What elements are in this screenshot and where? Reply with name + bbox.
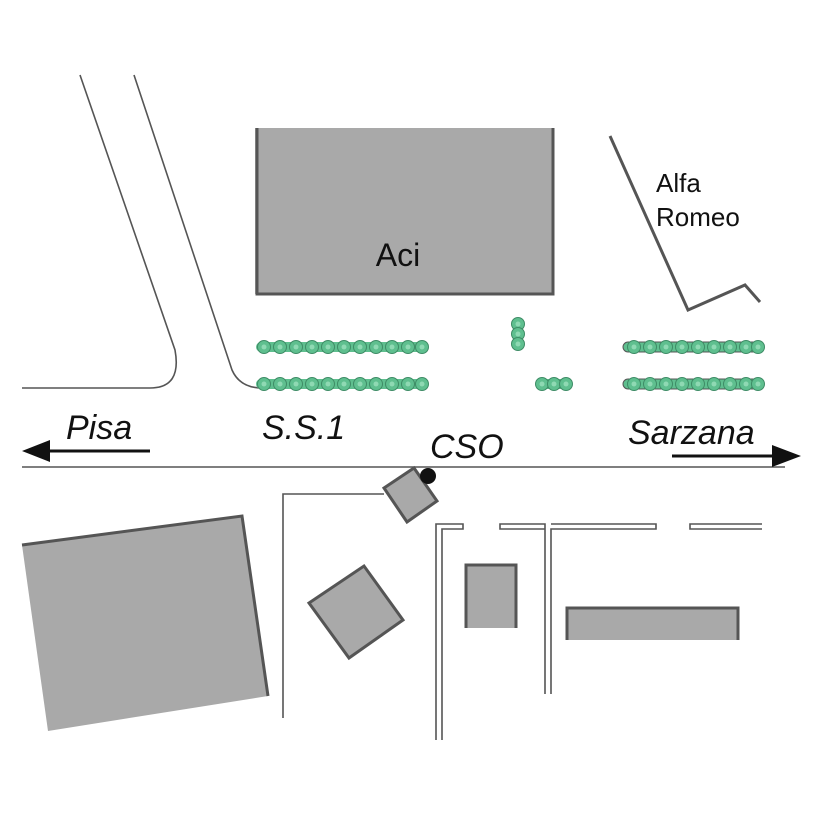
cso-marker bbox=[420, 468, 436, 484]
hedge-cluster-center bbox=[511, 317, 525, 351]
arrow-to-sarzana bbox=[672, 445, 801, 467]
building-small-vertical bbox=[464, 563, 518, 628]
alfa-romeo-label-line2: Romeo bbox=[656, 202, 740, 232]
hedge-short-center bbox=[535, 377, 573, 391]
side-road-northwest bbox=[22, 74, 263, 389]
cso-station bbox=[381, 465, 440, 525]
hedge-row-left-upper bbox=[256, 340, 429, 354]
hedge-row-right-upper bbox=[622, 340, 765, 354]
hedge-row-right-lower bbox=[622, 377, 765, 391]
building-long-horizontal bbox=[565, 606, 740, 640]
alfa-romeo-label-line1: Alfa bbox=[656, 168, 701, 198]
building-rotated bbox=[306, 563, 406, 661]
ss1-label: S.S.1 bbox=[262, 409, 345, 447]
sarzana-label: Sarzana bbox=[628, 414, 755, 452]
hedge-row-left-lower bbox=[256, 377, 429, 391]
aci-label: Aci bbox=[376, 237, 420, 273]
pisa-label: Pisa bbox=[66, 409, 132, 447]
aci-building: Aci bbox=[255, 128, 555, 296]
building-southwest bbox=[21, 514, 270, 731]
cso-label: CSO bbox=[430, 428, 504, 466]
arrow-to-pisa bbox=[22, 440, 150, 462]
side-street-south bbox=[282, 493, 384, 718]
alfa-romeo-lot: Alfa Romeo bbox=[608, 135, 762, 312]
service-lanes bbox=[435, 523, 762, 740]
